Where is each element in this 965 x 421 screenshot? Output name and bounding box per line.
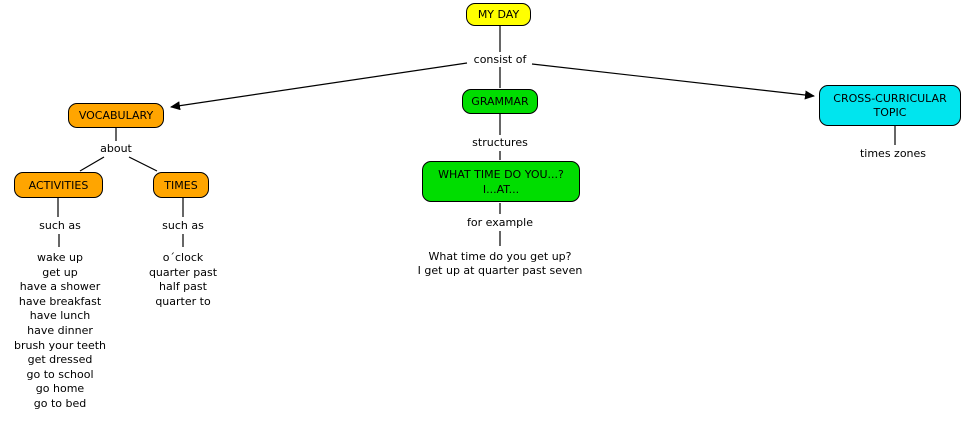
concept-node-grammar[interactable]: GRAMMAR <box>462 89 538 114</box>
concept-node-cross-curricular-topic[interactable]: CROSS-CURRICULAR TOPIC <box>819 85 961 126</box>
link-label-for-example[interactable]: for example <box>465 216 535 229</box>
edge-about-activities <box>79 156 105 172</box>
leaf-text-times-zones[interactable]: times zones <box>857 147 929 160</box>
link-label-such-as-times[interactable]: such as <box>160 219 206 232</box>
concept-node-times[interactable]: TIMES <box>153 172 209 198</box>
concept-node-my-day[interactable]: MY DAY <box>466 3 531 26</box>
link-label-such-as-activities[interactable]: such as <box>37 219 83 232</box>
link-label-consist-of[interactable]: consist of <box>471 53 529 66</box>
leaf-text-example-sentences[interactable]: What time do you get up? I get up at qua… <box>417 250 583 277</box>
leaf-list-activities[interactable]: wake up get up have a shower have breakf… <box>13 251 107 410</box>
link-label-structures[interactable]: structures <box>470 136 530 149</box>
link-label-about[interactable]: about <box>98 142 134 155</box>
concept-node-vocabulary[interactable]: VOCABULARY <box>68 103 164 128</box>
leaf-list-times[interactable]: o´clock quarter past half past quarter t… <box>148 251 218 308</box>
concept-node-what-time-do-you[interactable]: WHAT TIME DO YOU...? I...AT... <box>422 161 580 202</box>
concept-node-activities[interactable]: ACTIVITIES <box>14 172 103 198</box>
edge-about-times <box>128 156 158 172</box>
edge-consistof-vocabulary <box>170 62 468 111</box>
edge-consistof-cross <box>531 63 815 100</box>
